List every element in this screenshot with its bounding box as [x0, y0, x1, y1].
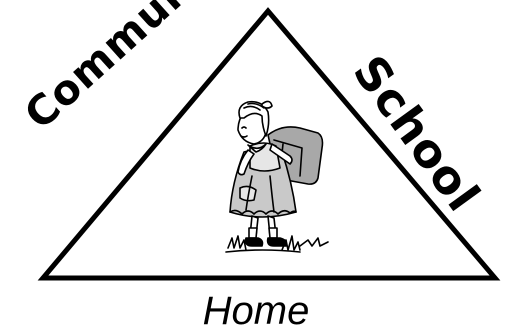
schoolgirl-icon [226, 101, 328, 252]
home-label: Home [0, 291, 512, 331]
